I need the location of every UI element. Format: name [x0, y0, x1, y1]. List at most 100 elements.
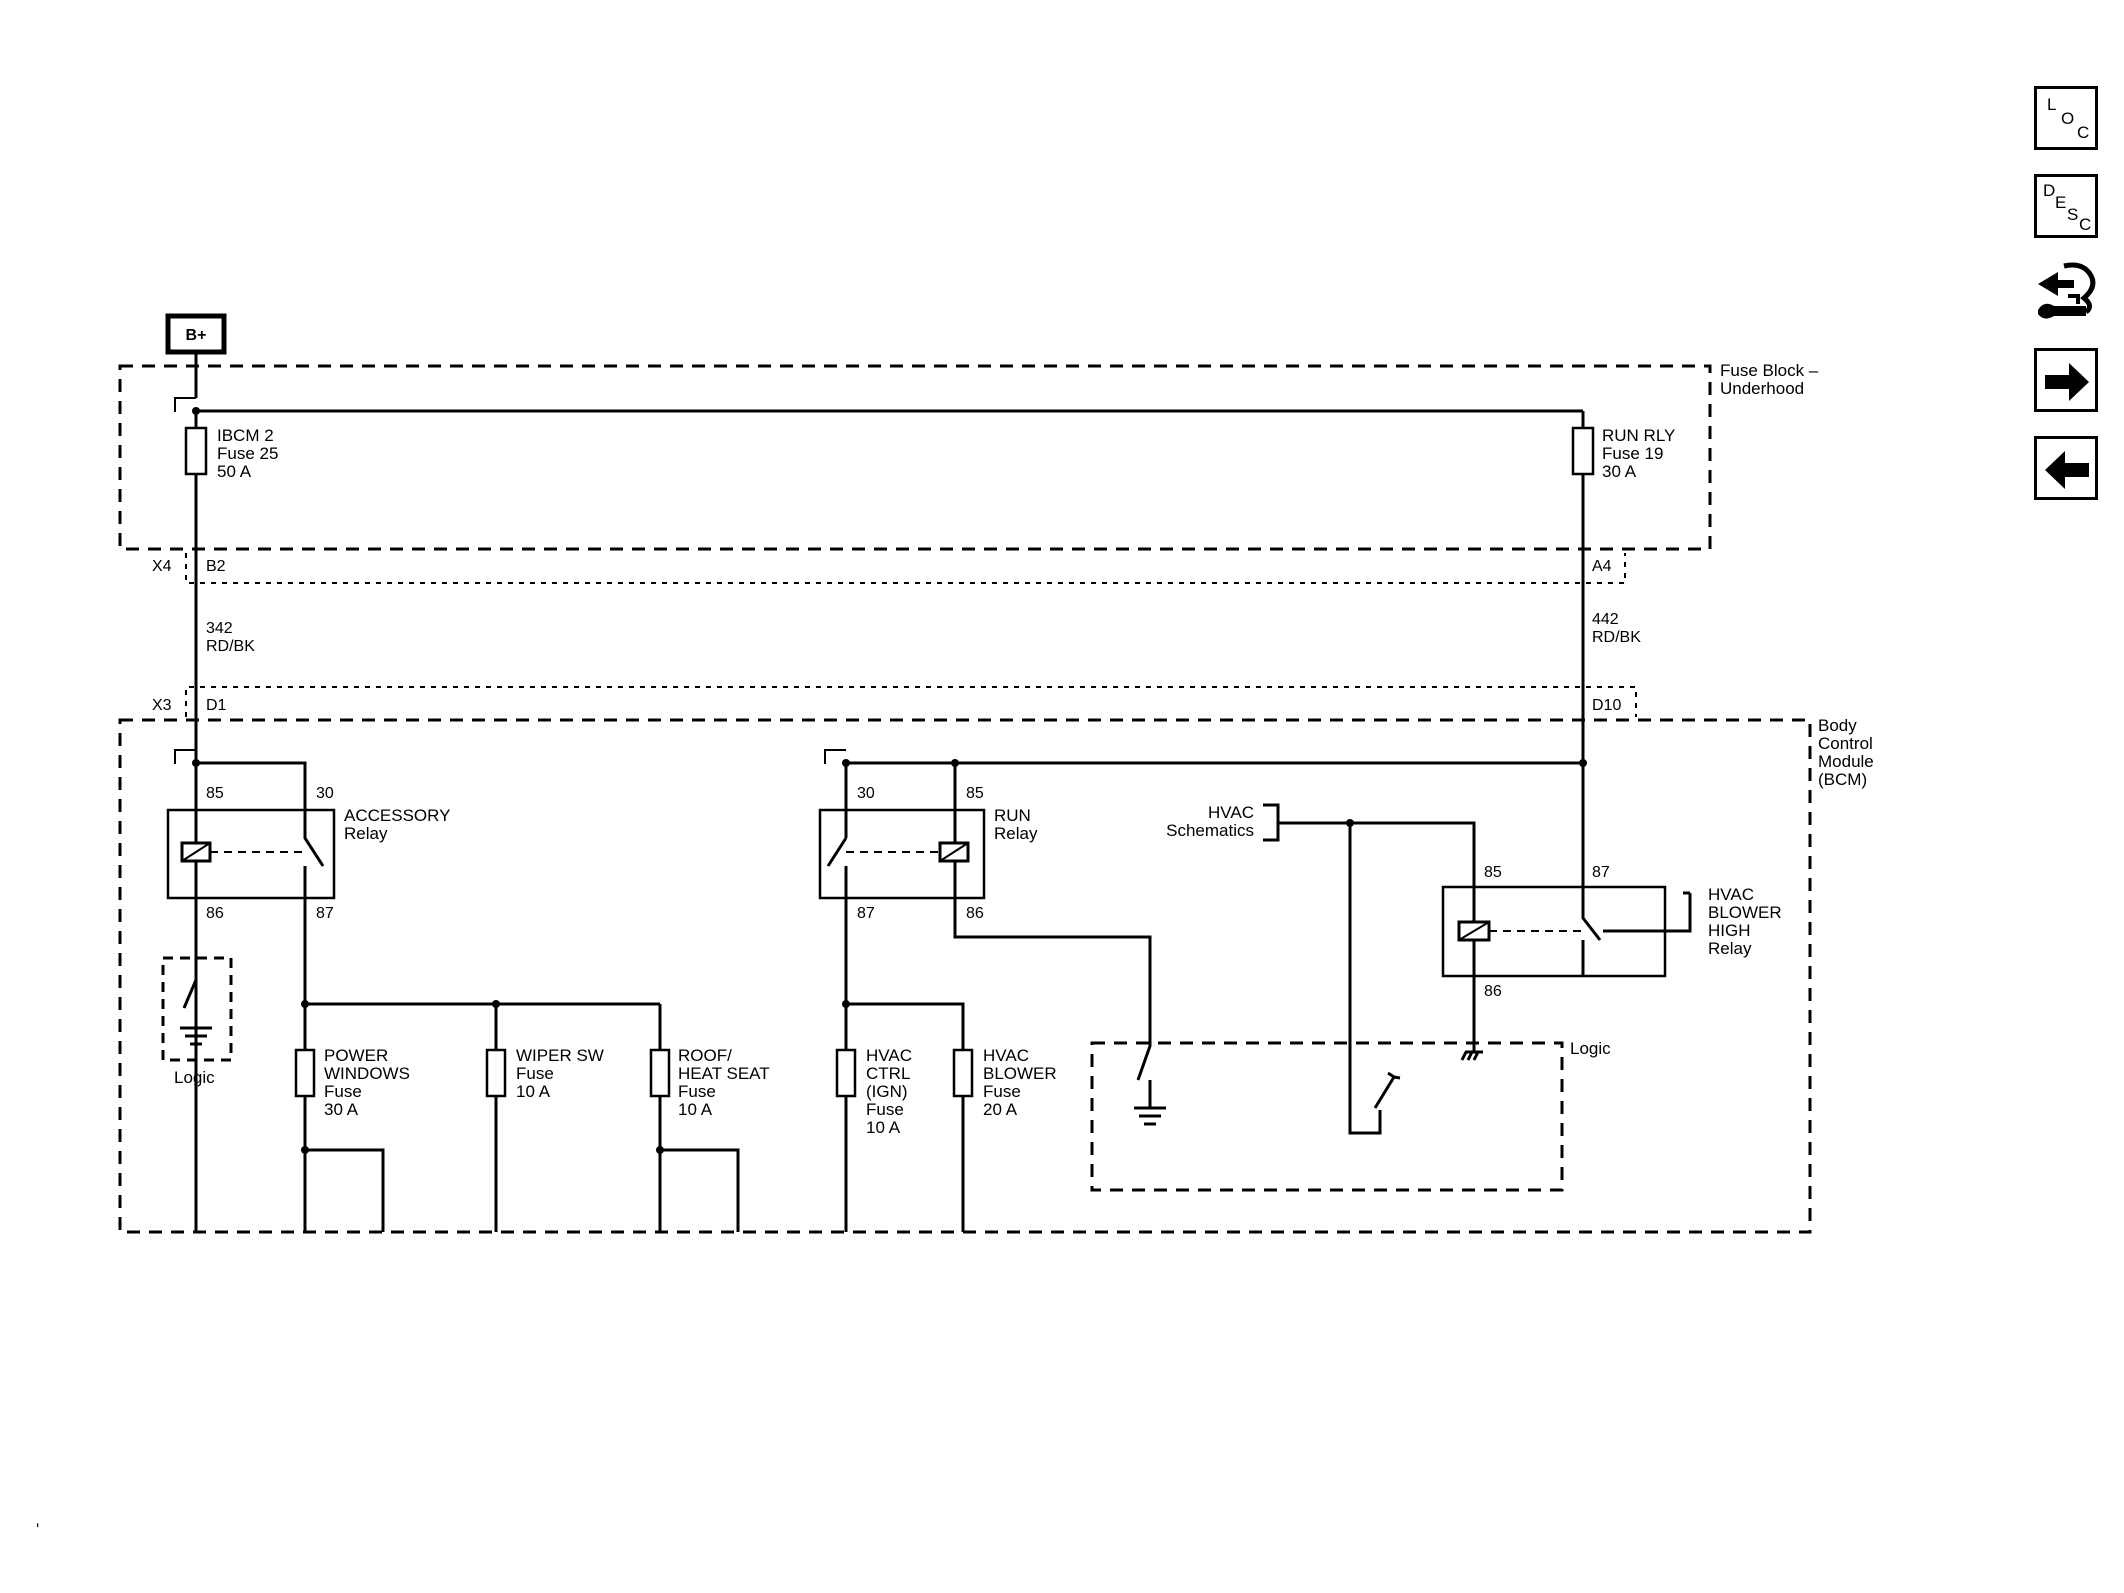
bcm-name-2: Control	[1818, 734, 1873, 753]
battery-source: B+	[165, 313, 227, 355]
logic-right-box	[1090, 1041, 1564, 1192]
desc-letter-d: D	[2043, 181, 2056, 200]
hvac-schematics-bracket	[1263, 803, 1280, 842]
run-distribution-bus	[846, 1002, 965, 1232]
location-button[interactable]: L O C	[2034, 86, 2098, 150]
logic-left-ground-icon	[180, 1026, 212, 1046]
hvac-relay-output	[1603, 891, 1692, 933]
fuse-block-name-1: Fuse Block –	[1720, 361, 1819, 380]
logic-right-label: Logic	[1570, 1039, 1611, 1058]
chassis-ground-icon	[1460, 1050, 1483, 1061]
hvac-schematics-label-2: Schematics	[1166, 821, 1254, 840]
ibcm-fuse	[184, 426, 208, 476]
fuse-wiper-sw	[485, 1048, 507, 1098]
fuse-pw-1: POWER	[324, 1046, 388, 1065]
connector-x4: X4 B2 A4	[152, 553, 1626, 584]
back-button[interactable]	[2034, 436, 2098, 500]
bus-tick-left	[174, 397, 196, 412]
logic-left-label: Logic	[174, 1068, 215, 1087]
wire-342-circuit: 342	[206, 620, 233, 637]
fuse-hvacctrl-3: (IGN)	[866, 1082, 908, 1101]
connector-tool-icon	[2038, 262, 2096, 319]
fuse-hvacblower-4: 20 A	[983, 1100, 1018, 1119]
accessory-relay-label-2: Relay	[344, 824, 388, 843]
fuse-hvac-ctrl	[835, 1048, 857, 1098]
run-relay-label-2: Relay	[994, 824, 1038, 843]
hvac-logic-switch	[1348, 823, 1401, 1135]
connector-end-view-button[interactable]	[2034, 254, 2106, 330]
acc-bus-tick	[174, 749, 196, 764]
bplus-label: B+	[186, 327, 207, 344]
run-pin-86: 86	[966, 905, 984, 922]
logic-left-switch	[182, 958, 198, 1028]
fuse-roof-heat-seat	[649, 1048, 671, 1098]
x4-label: X4	[152, 558, 172, 575]
acc-pin-86: 86	[206, 905, 224, 922]
ibcm-fuse-label-1: IBCM 2	[217, 426, 274, 445]
run-feeds	[844, 763, 957, 810]
hvac-schematics-label-1: HVAC	[1208, 803, 1254, 822]
run-relay-label-1: RUN	[994, 806, 1031, 825]
fuse-hvacblower-3: Fuse	[983, 1082, 1021, 1101]
run-pin-87: 87	[857, 905, 875, 922]
loc-letter-o: O	[2061, 109, 2075, 128]
logic-right-ground-icon	[1134, 1106, 1166, 1126]
hvac-relay-label-3: HIGH	[1708, 921, 1751, 940]
hvac-pin-85: 85	[1484, 864, 1502, 881]
run-fuse-label-1: RUN RLY	[1602, 426, 1675, 445]
hvac-pin-86: 86	[1484, 983, 1502, 1000]
desc-letter-c: C	[2079, 215, 2092, 234]
run-pin-30: 30	[857, 785, 875, 802]
fuse-hvacblower-2: BLOWER	[983, 1064, 1057, 1083]
fuse-hvacctrl-1: HVAC	[866, 1046, 912, 1065]
acc-pin-87: 87	[316, 905, 334, 922]
roof-branch	[660, 1148, 740, 1232]
desc-letter-s: S	[2067, 205, 2079, 224]
loc-letter-c: C	[2077, 123, 2090, 142]
run-86-wire	[953, 898, 1152, 1108]
acc-feed-30	[196, 761, 307, 810]
fuse-pw-2: WINDOWS	[324, 1064, 410, 1083]
navigation-panel: L O C D E S C	[2034, 86, 2106, 506]
accessory-relay-switch	[303, 810, 325, 898]
pw-branch	[305, 1148, 385, 1232]
fuse-wiper-3: 10 A	[516, 1082, 551, 1101]
fuse-hvac-blower	[952, 1048, 974, 1098]
footer-mark: '	[36, 1520, 39, 1539]
arrow-left-icon	[2045, 451, 2089, 489]
x4-pin-a4: A4	[1592, 558, 1612, 575]
fuse-roof-2: HEAT SEAT	[678, 1064, 770, 1083]
fuse-roof-3: Fuse	[678, 1082, 716, 1101]
hvac-coil-slash	[1458, 921, 1490, 941]
acc-pin-85: 85	[206, 785, 224, 802]
wire-442-color: RD/BK	[1592, 629, 1641, 646]
next-button[interactable]	[2034, 348, 2098, 412]
fuse-wiper-1: WIPER SW	[516, 1046, 604, 1065]
fuse-hvacblower-1: HVAC	[983, 1046, 1029, 1065]
fuse-power-windows	[294, 1048, 316, 1098]
description-button[interactable]: D E S C	[2034, 174, 2098, 238]
run-relay-switch	[826, 810, 848, 898]
fuse-hvacctrl-2: CTRL	[866, 1064, 910, 1083]
hvac-pin-87: 87	[1592, 864, 1610, 881]
connector-x3: X3 D1 D10	[152, 686, 1637, 717]
fuse-pw-3: Fuse	[324, 1082, 362, 1101]
x3-pin-d10: D10	[1592, 697, 1621, 714]
bcm-boundary	[118, 718, 1812, 1234]
accessory-relay-label-1: ACCESSORY	[344, 806, 450, 825]
hvac-relay-label-1: HVAC	[1708, 885, 1754, 904]
fuse-wiper-2: Fuse	[516, 1064, 554, 1083]
x4-pin-b2: B2	[206, 558, 226, 575]
bcm-name-3: Module	[1818, 752, 1874, 771]
desc-letter-e: E	[2055, 193, 2067, 212]
run-pin-85: 85	[966, 785, 984, 802]
ibcm-fuse-label-2: Fuse 25	[217, 444, 278, 463]
wire-342-color: RD/BK	[206, 638, 255, 655]
run-coil-slash	[939, 842, 969, 862]
fuse-pw-4: 30 A	[324, 1100, 359, 1119]
arrow-right-icon	[2045, 363, 2089, 401]
hvac-relay-switch	[1581, 761, 1602, 976]
hvac-schematics-wire	[1278, 821, 1476, 887]
fuse-hvacctrl-5: 10 A	[866, 1118, 901, 1137]
